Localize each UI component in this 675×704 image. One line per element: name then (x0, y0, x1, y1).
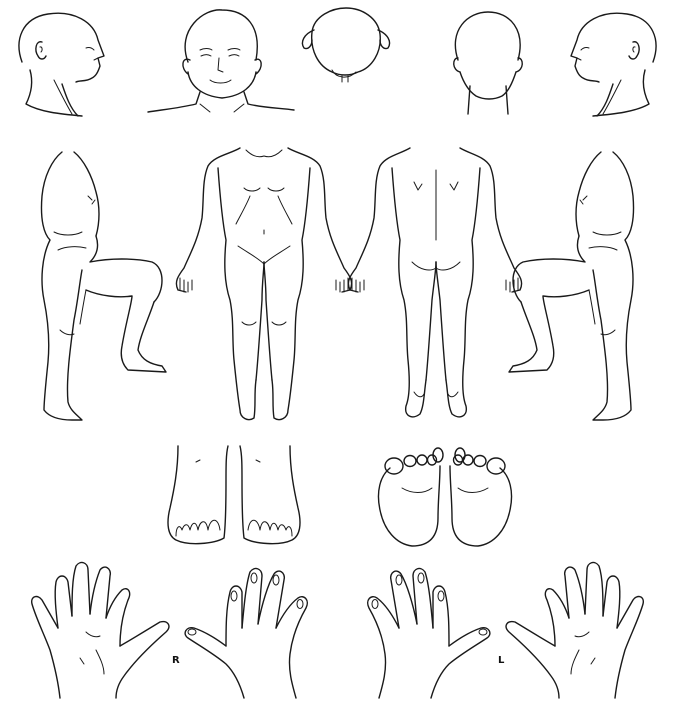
body-right-side-raised-knee (41, 152, 166, 420)
body-left-side-raised-knee (509, 152, 634, 420)
body-back (348, 148, 521, 417)
body-front (176, 148, 351, 420)
label-left: L (498, 655, 505, 666)
hand-right-back (185, 569, 307, 698)
hand-left-palm (506, 563, 643, 698)
label-right: R (172, 655, 180, 666)
hand-left-back (368, 569, 490, 698)
feet-dorsal (168, 446, 300, 544)
head-front (148, 10, 294, 112)
head-right-profile (19, 13, 104, 116)
head-left-profile (571, 13, 656, 116)
hand-right-palm (32, 563, 169, 698)
head-top (302, 8, 389, 82)
feet-plantar (378, 448, 511, 546)
head-back (454, 12, 523, 114)
